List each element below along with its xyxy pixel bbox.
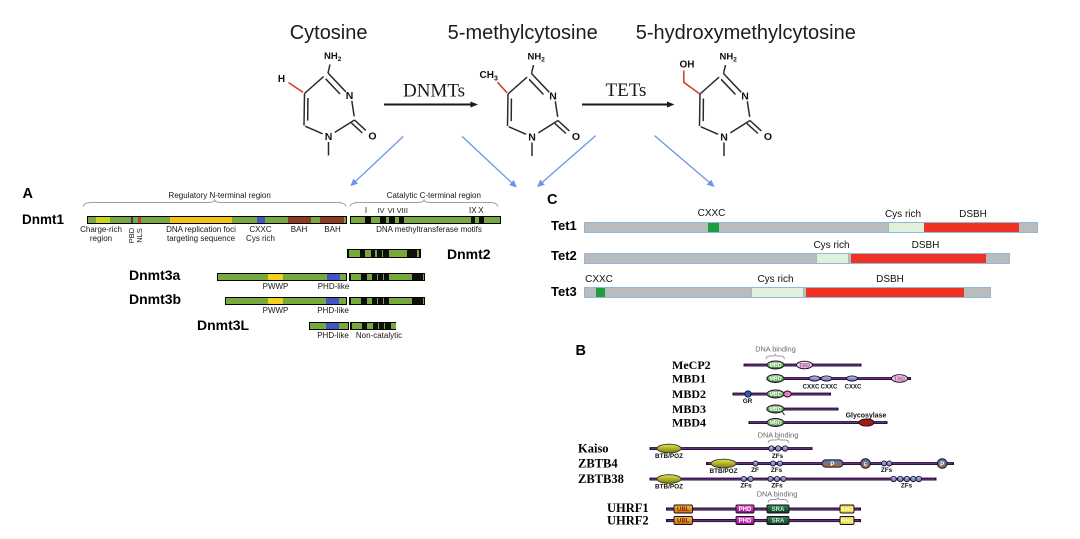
svg-text:SRA: SRA — [772, 507, 785, 513]
svg-text:DNA binding: DNA binding — [758, 431, 799, 440]
svg-text:MBD: MBD — [769, 407, 781, 413]
svg-text:CXXC: CXXC — [821, 385, 838, 391]
svg-text:P: P — [830, 461, 834, 468]
svg-text:PHD: PHD — [739, 507, 752, 513]
svg-text:MBD: MBD — [769, 420, 781, 426]
svg-text:CXXC: CXXC — [845, 385, 862, 391]
svg-text:ZFs: ZFs — [772, 453, 784, 460]
svg-text:ZFs: ZFs — [740, 483, 752, 490]
svg-text:E: E — [864, 462, 868, 468]
svg-text:GR: GR — [743, 398, 753, 405]
svg-text:MBD: MBD — [769, 363, 781, 369]
svg-text:ZF: ZF — [751, 467, 759, 474]
svg-text:CH3: CH3 — [480, 70, 498, 82]
svg-text:OH: OH — [680, 60, 695, 71]
svg-text:RING: RING — [841, 507, 854, 513]
svg-text:MBD: MBD — [769, 392, 781, 398]
svg-text:MeCP2: MeCP2 — [672, 358, 711, 372]
svg-text:ZFs: ZFs — [901, 483, 913, 490]
svg-text:TETs: TETs — [606, 80, 647, 101]
svg-text:PHD: PHD — [739, 519, 752, 525]
svg-text:ZFs: ZFs — [771, 483, 783, 490]
svg-text:UBL: UBL — [677, 519, 690, 525]
svg-text:DNMTs: DNMTs — [403, 81, 465, 102]
svg-text:ZBTB4: ZBTB4 — [578, 456, 618, 470]
svg-text:BTB/POZ: BTB/POZ — [655, 453, 683, 460]
svg-text:UBL: UBL — [677, 507, 690, 513]
svg-text:UHRF1: UHRF1 — [607, 501, 649, 515]
svg-text:BTB/POZ: BTB/POZ — [709, 468, 737, 475]
svg-text:ZBTB38: ZBTB38 — [578, 472, 624, 486]
svg-text:ZFs: ZFs — [881, 467, 893, 474]
svg-text:DNA binding: DNA binding — [755, 345, 796, 354]
svg-text:RING: RING — [841, 519, 854, 525]
svg-text:MBD3: MBD3 — [672, 402, 706, 416]
svg-text:P: P — [940, 461, 944, 468]
svg-text:TRD: TRD — [894, 376, 905, 382]
svg-text:UHRF2: UHRF2 — [607, 513, 649, 527]
svg-text:SRA: SRA — [772, 519, 785, 525]
svg-text:Glycosylase: Glycosylase — [846, 412, 887, 419]
svg-text:MBD: MBD — [769, 376, 781, 382]
svg-text:TRD: TRD — [799, 363, 810, 369]
svg-text:BTB/POZ: BTB/POZ — [655, 483, 683, 490]
svg-text:MBD2: MBD2 — [672, 387, 706, 401]
svg-text:ZFs: ZFs — [771, 467, 783, 474]
svg-text:DNA binding: DNA binding — [757, 490, 798, 499]
svg-text:Kaiso: Kaiso — [578, 441, 609, 455]
svg-text:MBD4: MBD4 — [672, 415, 706, 429]
svg-text:H: H — [278, 74, 285, 85]
svg-text:MBD1: MBD1 — [672, 371, 706, 385]
svg-text:CXXC: CXXC — [803, 385, 820, 391]
